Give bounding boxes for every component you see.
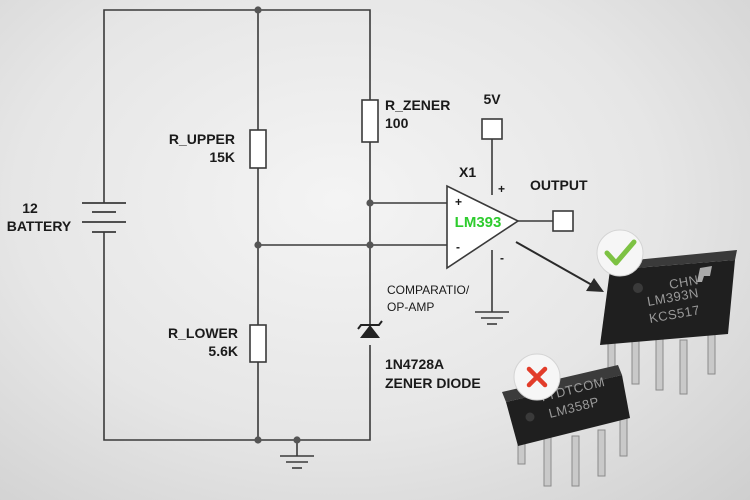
battery-label: BATTERY: [7, 218, 72, 234]
ground-symbol-left: [280, 455, 314, 469]
junction-dots: [254, 6, 374, 444]
zener-type: ZENER DIODE: [385, 375, 481, 391]
arrow-icon: [515, 241, 604, 292]
r-lower-value: 5.6K: [208, 343, 238, 359]
comparator-desc-line2: OP-AMP: [387, 300, 434, 314]
chip-lm393-image: [600, 250, 737, 395]
r-upper-value: 15K: [209, 149, 235, 165]
battery-symbol: [82, 202, 126, 233]
r-zener-name: R_ZENER: [385, 97, 450, 113]
output-terminal: [552, 210, 574, 232]
r-upper-name: R_UPPER: [169, 131, 235, 147]
r-zener-resistor: [361, 99, 379, 143]
r-upper-resistor: [249, 129, 267, 169]
zener-part: 1N4728A: [385, 356, 444, 372]
comparator-designator: X1: [459, 164, 476, 180]
comparator-minus-input: -: [456, 240, 460, 254]
comparator-symbol: [446, 184, 520, 270]
comparator-plus-input: +: [455, 195, 462, 209]
cross-icon: [513, 353, 561, 401]
comparator-vplus: +: [498, 182, 505, 196]
supply-terminal: [481, 118, 503, 140]
supply-label: 5V: [483, 91, 501, 107]
output-label: OUTPUT: [530, 177, 588, 193]
circuit-wires: [103, 9, 553, 456]
chip-good-line1: CHN: [668, 272, 700, 292]
chip-lm358-image: [502, 365, 630, 487]
zener-diode-symbol: [357, 320, 383, 338]
battery-value: 12: [22, 200, 38, 216]
r-zener-value: 100: [385, 115, 409, 131]
comparator-part: LM393: [455, 214, 502, 231]
check-icon: [596, 229, 644, 277]
comparator-vminus: -: [500, 251, 504, 265]
ground-symbol-right: [475, 311, 509, 325]
r-lower-name: R_LOWER: [168, 325, 238, 341]
comparator-desc-line1: COMPARATIO/: [387, 283, 470, 297]
r-lower-resistor: [249, 324, 267, 363]
